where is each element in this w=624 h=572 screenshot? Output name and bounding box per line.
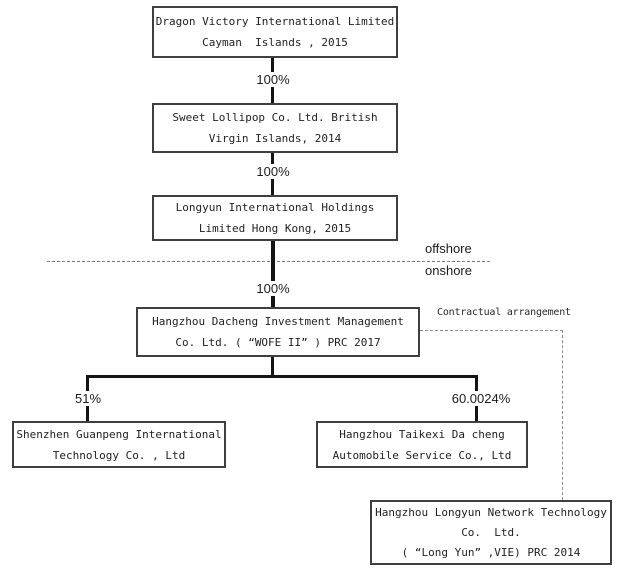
- node-text-line: Shenzhen Guanpeng International: [16, 427, 222, 441]
- contractual-arrangement-label: Contractual arrangement: [437, 307, 571, 318]
- node-hangzhou-longyun-vie: Hangzhou Longyun Network Technology Co. …: [370, 500, 612, 565]
- node-text-line: Virgin Islands, 2014: [208, 132, 342, 145]
- node-hangzhou-dacheng-wofe: Hangzhou Dacheng Investment Management C…: [136, 307, 420, 357]
- node-text-line: Longyun International Holdings: [175, 201, 375, 214]
- connector-branch-horizontal: [86, 375, 478, 378]
- ownership-label-wofe-taikexi: 60.0024%: [448, 391, 514, 406]
- connector-wofe-branch: [271, 357, 274, 375]
- node-text-line: Hangzhou Longyun Network Technology: [375, 505, 607, 519]
- offshore-onshore-divider: [47, 261, 490, 262]
- ownership-label-sweet-longyun: 100%: [253, 164, 293, 179]
- node-longyun-international-holdings: Longyun International Holdings Limited H…: [152, 195, 398, 241]
- node-sweet-lollipop: Sweet Lollipop Co. Ltd. British Virgin I…: [152, 103, 398, 153]
- node-hangzhou-taikexi: Hangzhou Taikexi Da cheng Automobile Ser…: [316, 421, 528, 468]
- node-text-line: Sweet Lollipop Co. Ltd. British: [172, 111, 378, 124]
- node-text-line: Hangzhou Taikexi Da cheng: [339, 427, 505, 441]
- node-text-line: Cayman Islands , 2015: [202, 36, 348, 49]
- node-shenzhen-guanpeng: Shenzhen Guanpeng International Technolo…: [12, 421, 226, 468]
- node-text-line: Limited Hong Kong, 2015: [198, 222, 352, 235]
- node-text-line: Technology Co. , Ltd: [52, 448, 186, 462]
- node-text-line: Automobile Service Co., Ltd: [332, 448, 512, 462]
- node-text-line: Dragon Victory International Limited: [155, 15, 395, 28]
- node-text-line: Co. Ltd.: [461, 525, 521, 539]
- node-text-line: ( “Long Yun” ,VIE) PRC 2014: [401, 545, 581, 559]
- node-text-line: Co. Ltd. ( “WOFE II” ) PRC 2017: [175, 336, 381, 349]
- node-text-line: Hangzhou Dacheng Investment Management: [152, 315, 404, 328]
- ownership-label-longyun-wofe: 100%: [253, 281, 293, 296]
- ownership-label-dragon-sweet: 100%: [253, 72, 293, 87]
- ownership-label-wofe-shenzhen: 51%: [71, 391, 105, 406]
- offshore-label: offshore: [425, 241, 472, 256]
- contractual-dash-horizontal: [420, 330, 563, 331]
- contractual-dash-vertical: [562, 330, 563, 500]
- connector-longyun-wofe: [271, 241, 275, 307]
- onshore-label: onshore: [425, 263, 472, 278]
- node-dragon-victory: Dragon Victory International Limited Cay…: [152, 6, 398, 58]
